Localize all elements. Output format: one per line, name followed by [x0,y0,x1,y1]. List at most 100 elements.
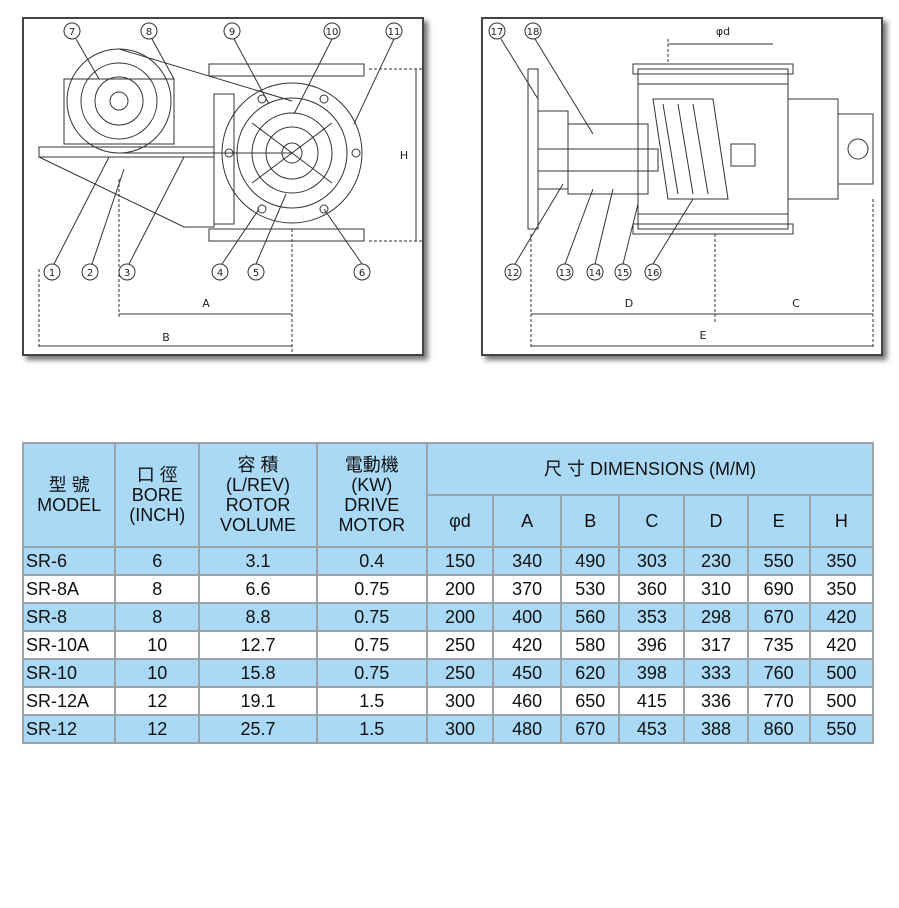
cell-c: 353 [618,602,686,632]
dim-e-label: E [700,329,707,342]
dim-b-label: B [162,331,170,344]
callout-7: 7 [69,27,75,38]
cell-motor: 0.75 [315,658,428,688]
callout-2: 2 [87,268,93,279]
callout-1: 1 [49,268,55,279]
callout-15: 15 [617,268,630,279]
cell-motor: 1.5 [315,714,428,744]
cell-d: 310 [683,574,749,604]
cell-h: 350 [808,546,875,576]
callout-9: 9 [229,27,235,38]
cell-h: 420 [808,602,875,632]
callout-5: 5 [253,268,259,279]
cell-e: 670 [746,602,811,632]
cell-bore: 10 [114,630,201,660]
header-volume-en1: ROTOR [225,495,291,515]
dim-d-label: D [625,297,633,310]
cell-volume: 6.6 [198,574,318,604]
cell-d: 336 [683,686,749,716]
cell-model: SR-8A [21,574,117,604]
callout-13: 13 [559,268,572,279]
cell-c: 303 [618,546,686,576]
header-volume-unit: (L/REV) [226,475,291,495]
header-bore-unit: (INCH) [129,505,186,525]
cell-d: 388 [683,714,749,744]
header-dim-phi-d: φd [425,494,495,548]
cell-b: 650 [560,686,621,716]
callout-11: 11 [388,27,401,38]
cell-d: 333 [683,658,749,688]
header-bore-en: BORE [131,485,183,505]
table-row: SR-10A 10 12.7 0.75 250 420 580 396 317 … [21,630,875,660]
cell-bore: 8 [114,602,201,632]
cell-phi-d: 300 [425,686,495,716]
table-row: SR-12A 12 19.1 1.5 300 460 650 415 336 7… [21,686,875,716]
cell-motor: 0.75 [315,574,428,604]
cell-volume: 15.8 [198,658,318,688]
header-dim-h: H [808,494,875,548]
header-volume-cn: 容 積 [237,455,279,475]
callout-10: 10 [326,27,339,38]
table-row: SR-6 6 3.1 0.4 150 340 490 303 230 550 3… [21,546,875,576]
side-view-drawing: 17 18 12 13 14 15 16 φd D C E [481,17,883,356]
cell-b: 560 [560,602,621,632]
callout-17: 17 [491,27,504,38]
callout-8: 8 [146,27,152,38]
cell-bore: 8 [114,574,201,604]
cell-a: 450 [492,658,563,688]
header-dim-a: A [492,494,563,548]
cell-a: 460 [492,686,563,716]
cell-e: 550 [746,546,811,576]
header-bore: 口 徑 BORE (INCH) [114,442,201,548]
cell-e: 770 [746,686,811,716]
cell-motor: 0.75 [315,602,428,632]
header-volume: 容 積 (L/REV) ROTOR VOLUME [198,442,318,548]
cell-motor: 0.4 [315,546,428,576]
header-bore-cn: 口 徑 [136,465,178,485]
cell-e: 735 [746,630,811,660]
cell-model: SR-10 [21,658,117,688]
cell-model: SR-8 [21,602,117,632]
cell-model: SR-6 [21,546,117,576]
cell-motor: 1.5 [315,686,428,716]
cell-c: 396 [618,630,686,660]
cell-d: 298 [683,602,749,632]
dim-a-label: A [202,297,210,310]
callout-3: 3 [124,268,130,279]
cell-a: 340 [492,546,563,576]
dim-phi-d-label: φd [716,25,730,38]
cell-bore: 6 [114,546,201,576]
header-dim-c: C [618,494,686,548]
cell-volume: 8.8 [198,602,318,632]
front-view-drawing: 7 8 9 10 11 1 2 3 4 5 6 A B H [22,17,424,356]
cell-phi-d: 200 [425,602,495,632]
cell-motor: 0.75 [315,630,428,660]
cell-volume: 19.1 [198,686,318,716]
cell-b: 490 [560,546,621,576]
dim-c-label: C [792,297,800,310]
cell-e: 860 [746,714,811,744]
callout-16: 16 [647,268,660,279]
cell-d: 317 [683,630,749,660]
cell-a: 480 [492,714,563,744]
callout-14: 14 [589,268,602,279]
cell-h: 500 [808,658,875,688]
cell-h: 350 [808,574,875,604]
cell-e: 690 [746,574,811,604]
header-dim-e: E [746,494,811,548]
header-motor-en1: DRIVE [344,495,400,515]
cell-phi-d: 250 [425,630,495,660]
cell-volume: 3.1 [198,546,318,576]
cell-phi-d: 250 [425,658,495,688]
cell-volume: 25.7 [198,714,318,744]
table-row: SR-8A 8 6.6 0.75 200 370 530 360 310 690… [21,574,875,604]
callout-18: 18 [527,27,540,38]
cell-volume: 12.7 [198,630,318,660]
cell-e: 760 [746,658,811,688]
header-dimensions: 尺 寸 DIMENSIONS (M/M) [425,442,875,496]
cell-model: SR-12A [21,686,117,716]
cell-bore: 12 [114,686,201,716]
cell-phi-d: 150 [425,546,495,576]
cell-b: 530 [560,574,621,604]
cell-c: 398 [618,658,686,688]
